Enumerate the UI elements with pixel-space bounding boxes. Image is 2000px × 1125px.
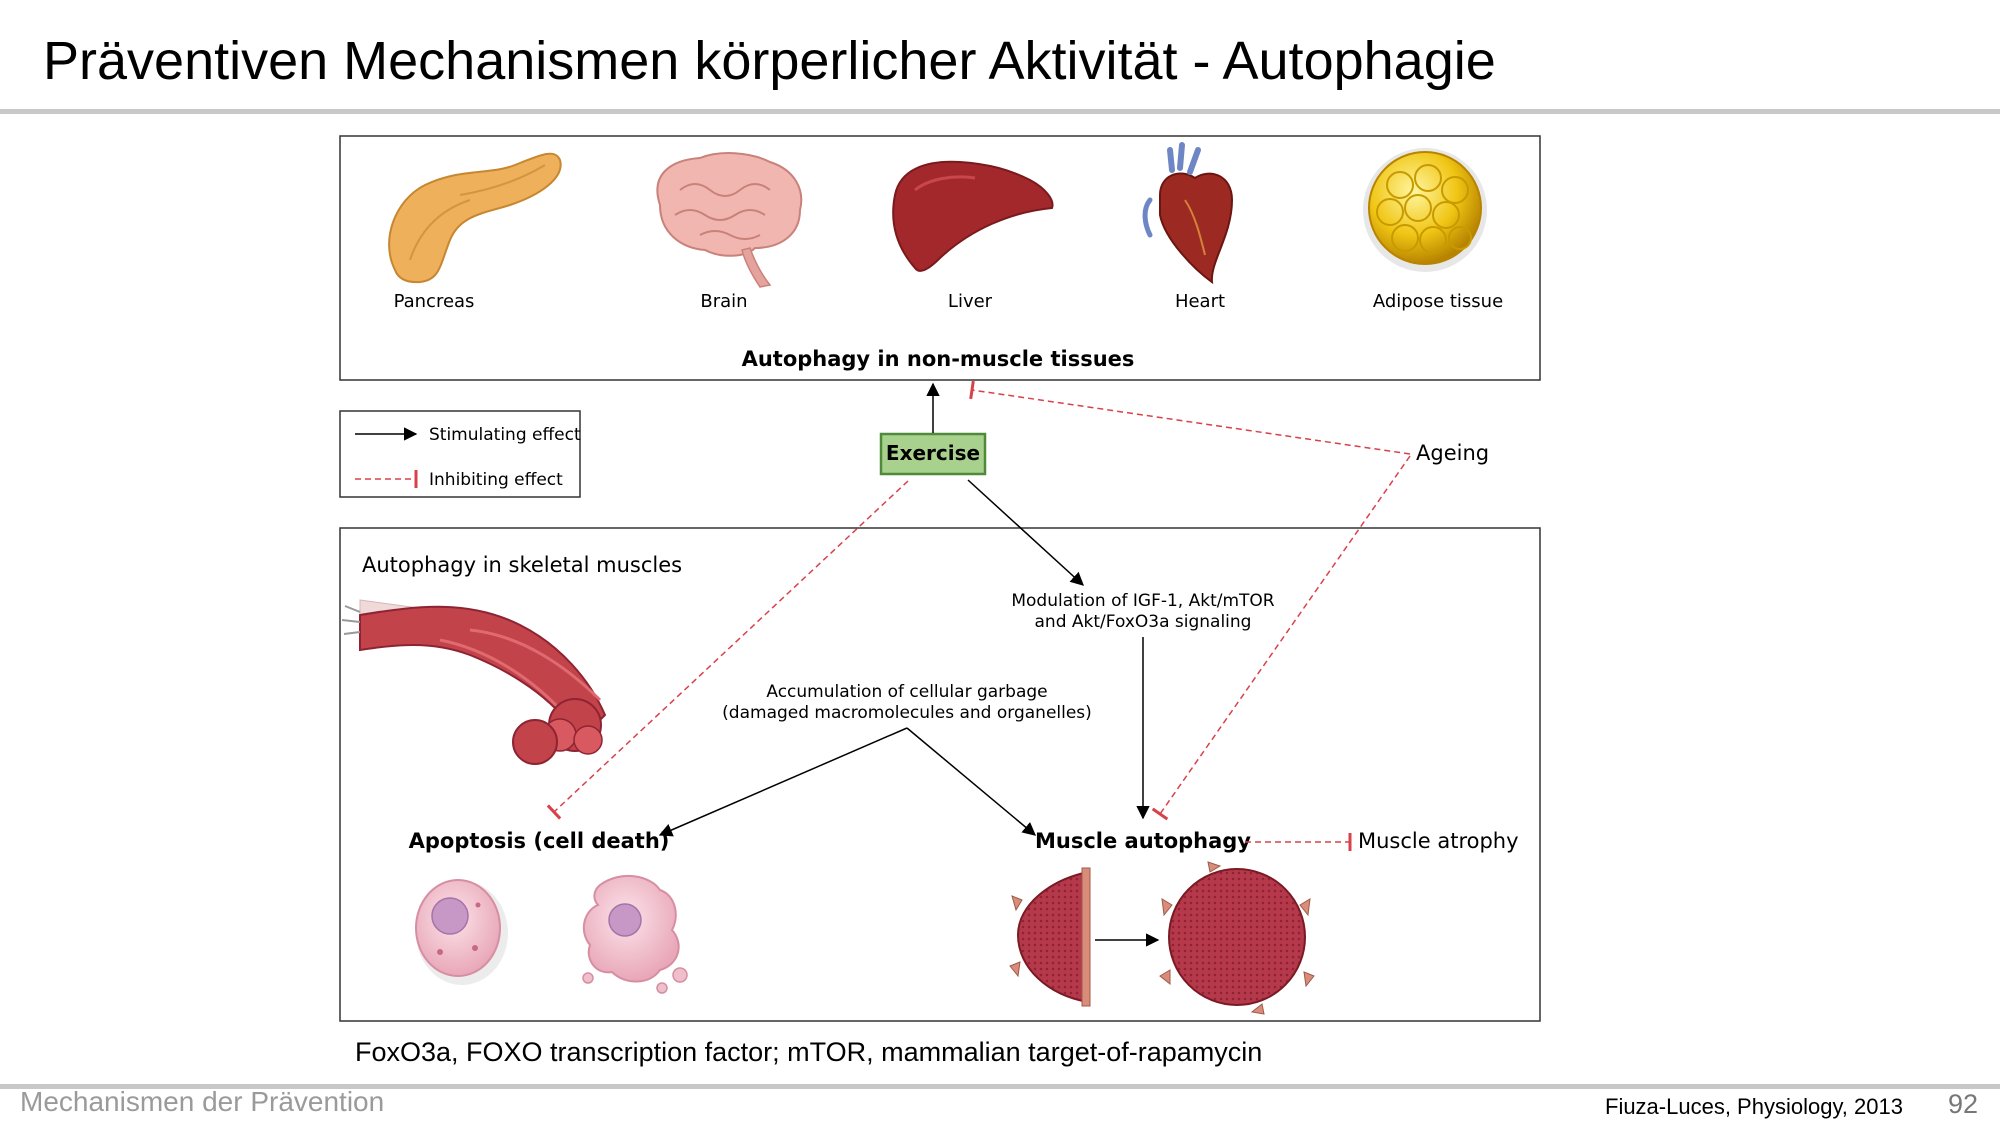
garbage-text-line2: (damaged macromolecules and organelles) bbox=[722, 703, 1092, 723]
skeletal-muscle-illustration bbox=[341, 599, 607, 765]
arrow-garbage-to-apoptosis bbox=[658, 727, 908, 837]
exercise-label: Exercise bbox=[886, 441, 980, 465]
organ-label-pancreas: Pancreas bbox=[394, 291, 475, 312]
pancreas-illustration bbox=[388, 152, 562, 284]
inhibit-ageing-to-muscle-autophagy bbox=[1151, 455, 1411, 821]
organ-label-liver: Liver bbox=[948, 291, 993, 312]
modulation-text-line1: Modulation of IGF-1, Akt/mTOR bbox=[1011, 591, 1274, 611]
footer-section-title: Mechanismen der Prävention bbox=[20, 1086, 385, 1117]
heart-illustration bbox=[1142, 142, 1234, 285]
apoptotic-cell-illustration bbox=[582, 874, 688, 994]
organ-label-adipose: Adipose tissue bbox=[1373, 291, 1503, 312]
inhibit-ageing-to-non-muscle bbox=[969, 380, 1411, 455]
legend-inhibiting-label: Inhibiting effect bbox=[429, 470, 563, 490]
healthy-cell-illustration bbox=[415, 879, 508, 985]
legend-stimulating-label: Stimulating effect bbox=[429, 425, 581, 445]
skeletal-title: Autophagy in skeletal muscles bbox=[362, 553, 682, 577]
legend-box bbox=[339, 410, 581, 498]
muscle-atrophy-label: Muscle atrophy bbox=[1358, 829, 1519, 853]
modulation-text-line2: and Akt/FoxO3a signaling bbox=[1035, 612, 1252, 632]
garbage-text-line1: Accumulation of cellular garbage bbox=[766, 682, 1047, 702]
arrow-garbage-to-muscle-autophagy bbox=[906, 727, 1037, 836]
slide-title: Präventiven Mechanismen körperlicher Akt… bbox=[43, 31, 1496, 91]
muscle-fiber-before-illustration bbox=[1009, 867, 1091, 1007]
muscle-fiber-after-illustration bbox=[1159, 861, 1315, 1015]
brain-illustration bbox=[656, 152, 803, 288]
non-muscle-title: Autophagy in non-muscle tissues bbox=[742, 347, 1135, 371]
ageing-label: Ageing bbox=[1416, 441, 1489, 465]
skeletal-panel bbox=[339, 527, 1541, 1022]
arrow-exercise-to-modulation bbox=[967, 479, 1084, 586]
liver-illustration bbox=[892, 160, 1054, 272]
apoptosis-label: Apoptosis (cell death) bbox=[409, 829, 670, 853]
page-number: 92 bbox=[1948, 1089, 1979, 1119]
inhibit-exercise-to-apoptosis bbox=[546, 480, 909, 820]
adipose-tissue-illustration bbox=[1363, 148, 1487, 272]
organ-label-heart: Heart bbox=[1175, 291, 1225, 312]
muscle-autophagy-label: Muscle autophagy bbox=[1035, 829, 1251, 853]
exercise-box bbox=[879, 432, 987, 476]
footer-divider bbox=[0, 1084, 2000, 1089]
organ-label-brain: Brain bbox=[700, 291, 747, 312]
footer-citation: Fiuza-Luces, Physiology, 2013 bbox=[1605, 1094, 1903, 1119]
abbreviation-caption: FoxO3a, FOXO transcription factor; mTOR,… bbox=[355, 1037, 1263, 1067]
title-divider bbox=[0, 109, 2000, 114]
